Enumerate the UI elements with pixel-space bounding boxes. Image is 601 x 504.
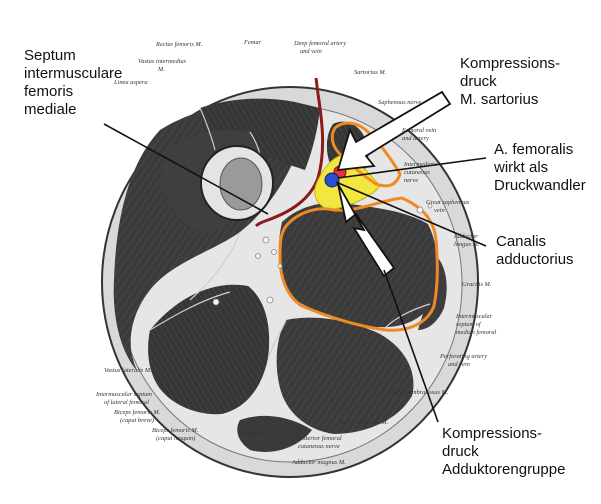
annotation-femoralis-line-1: A. femoralis [494, 141, 573, 158]
label-intermuscular-lateral-2: of lateral femoral [104, 399, 149, 406]
septum-extension-line [316, 78, 318, 94]
annotation-kompression-adduktoren: Kompressions- druck Adduktorengruppe [442, 425, 565, 478]
annotation-femoralis-line-2: wirkt als [493, 159, 548, 176]
label-sartorius: Sartorius M. [354, 69, 387, 76]
annotation-canalis-line-1: Canalis [496, 233, 546, 250]
label-intermediate-1: Intermediate [403, 161, 437, 168]
annotation-canalis: Canalis adductorius [496, 233, 574, 268]
label-intermuscular-medial-1: Intermuscular [455, 313, 493, 320]
label-great-saphenous-2: vein [434, 207, 445, 214]
label-adductor-magnus: Adductor magnus M. [291, 459, 346, 466]
label-posterior-cutaneous-2: cutaneous nerve [298, 443, 340, 450]
label-rectus-femoris: Rectus femoris M. [155, 41, 203, 48]
label-intermediate-2: cutaneous [404, 169, 430, 176]
label-biceps-short-1: Biceps femoris M. [114, 409, 161, 416]
annotation-septum-line-3: femoris [24, 83, 73, 100]
label-semitendinosus: Semitendinosus M. [340, 419, 389, 426]
annotation-canalis-line-2: adductorius [496, 251, 574, 268]
label-intermuscular-medial-2: septum of [456, 321, 482, 328]
annotation-sartorius-line-3: M. sartorius [460, 91, 538, 108]
annotation-femoralis-line-3: Druckwandler [494, 177, 586, 194]
annotation-septum-line-1: Septum [24, 47, 76, 64]
label-femoral-vein-2: and artery [402, 135, 429, 142]
label-deep-femoral-2: and vein [300, 48, 322, 55]
label-perforating-2: and vein [448, 361, 470, 368]
label-adductor-longus-1: Adductor [453, 233, 478, 240]
annotation-septum-line-4: mediale [24, 101, 77, 118]
label-adductor-longus-2: longus M. [454, 241, 480, 248]
label-ischiadic: Ischiadic N. [239, 429, 271, 436]
label-semimembranosus: Semimembranosus M. [392, 389, 449, 396]
annotation-adduktoren-line-3: Adduktorengruppe [442, 461, 565, 478]
annotation-a-femoralis: A. femoralis wirkt als Druckwandler [493, 141, 586, 194]
annotation-kompression-sartorius: Kompressions- druck M. sartorius [460, 55, 560, 108]
label-posterior-cutaneous-1: Posterior femoral [295, 435, 342, 442]
femoral-vein [325, 173, 339, 187]
label-saphenous-nerve: Saphenous nerve [378, 99, 422, 106]
label-great-saphenous-1: Great saphenous [426, 199, 470, 206]
label-intermuscular-medial-3: median femoral [456, 329, 497, 336]
annotation-sartorius-line-1: Kompressions- [460, 55, 560, 72]
annotation-septum: Septum intermusculare femoris mediale [24, 47, 122, 118]
label-biceps-short-2: (caput breve) [120, 417, 154, 424]
annotation-adduktoren-line-1: Kompressions- [442, 425, 542, 442]
annotation-adduktoren-line-2: druck [442, 443, 479, 460]
label-gracilis: Gracilis M. [462, 281, 492, 288]
label-femoral-vein-1: Femoral vein [401, 127, 436, 134]
annotation-sartorius-line-2: druck [460, 73, 497, 90]
label-biceps-long-2: (caput longum) [156, 435, 195, 442]
label-vastus-lateralis: Vastus lateralis M. [104, 367, 152, 374]
label-intermuscular-lateral-1: Intermuscular septum [95, 391, 152, 398]
label-vastus-intermedius-2: M. [157, 66, 165, 73]
label-deep-femoral-1: Deep femoral artery [293, 40, 346, 47]
label-vastus-intermedius-1: Vastus intermedius [138, 58, 187, 65]
label-intermediate-3: nerve [404, 177, 418, 184]
label-biceps-long-1: Biceps femoris M. [152, 427, 199, 434]
annotation-septum-line-2: intermusculare [24, 65, 122, 82]
label-femur: Femur [243, 39, 262, 46]
label-perforating-1: Perforating artery [439, 353, 487, 360]
